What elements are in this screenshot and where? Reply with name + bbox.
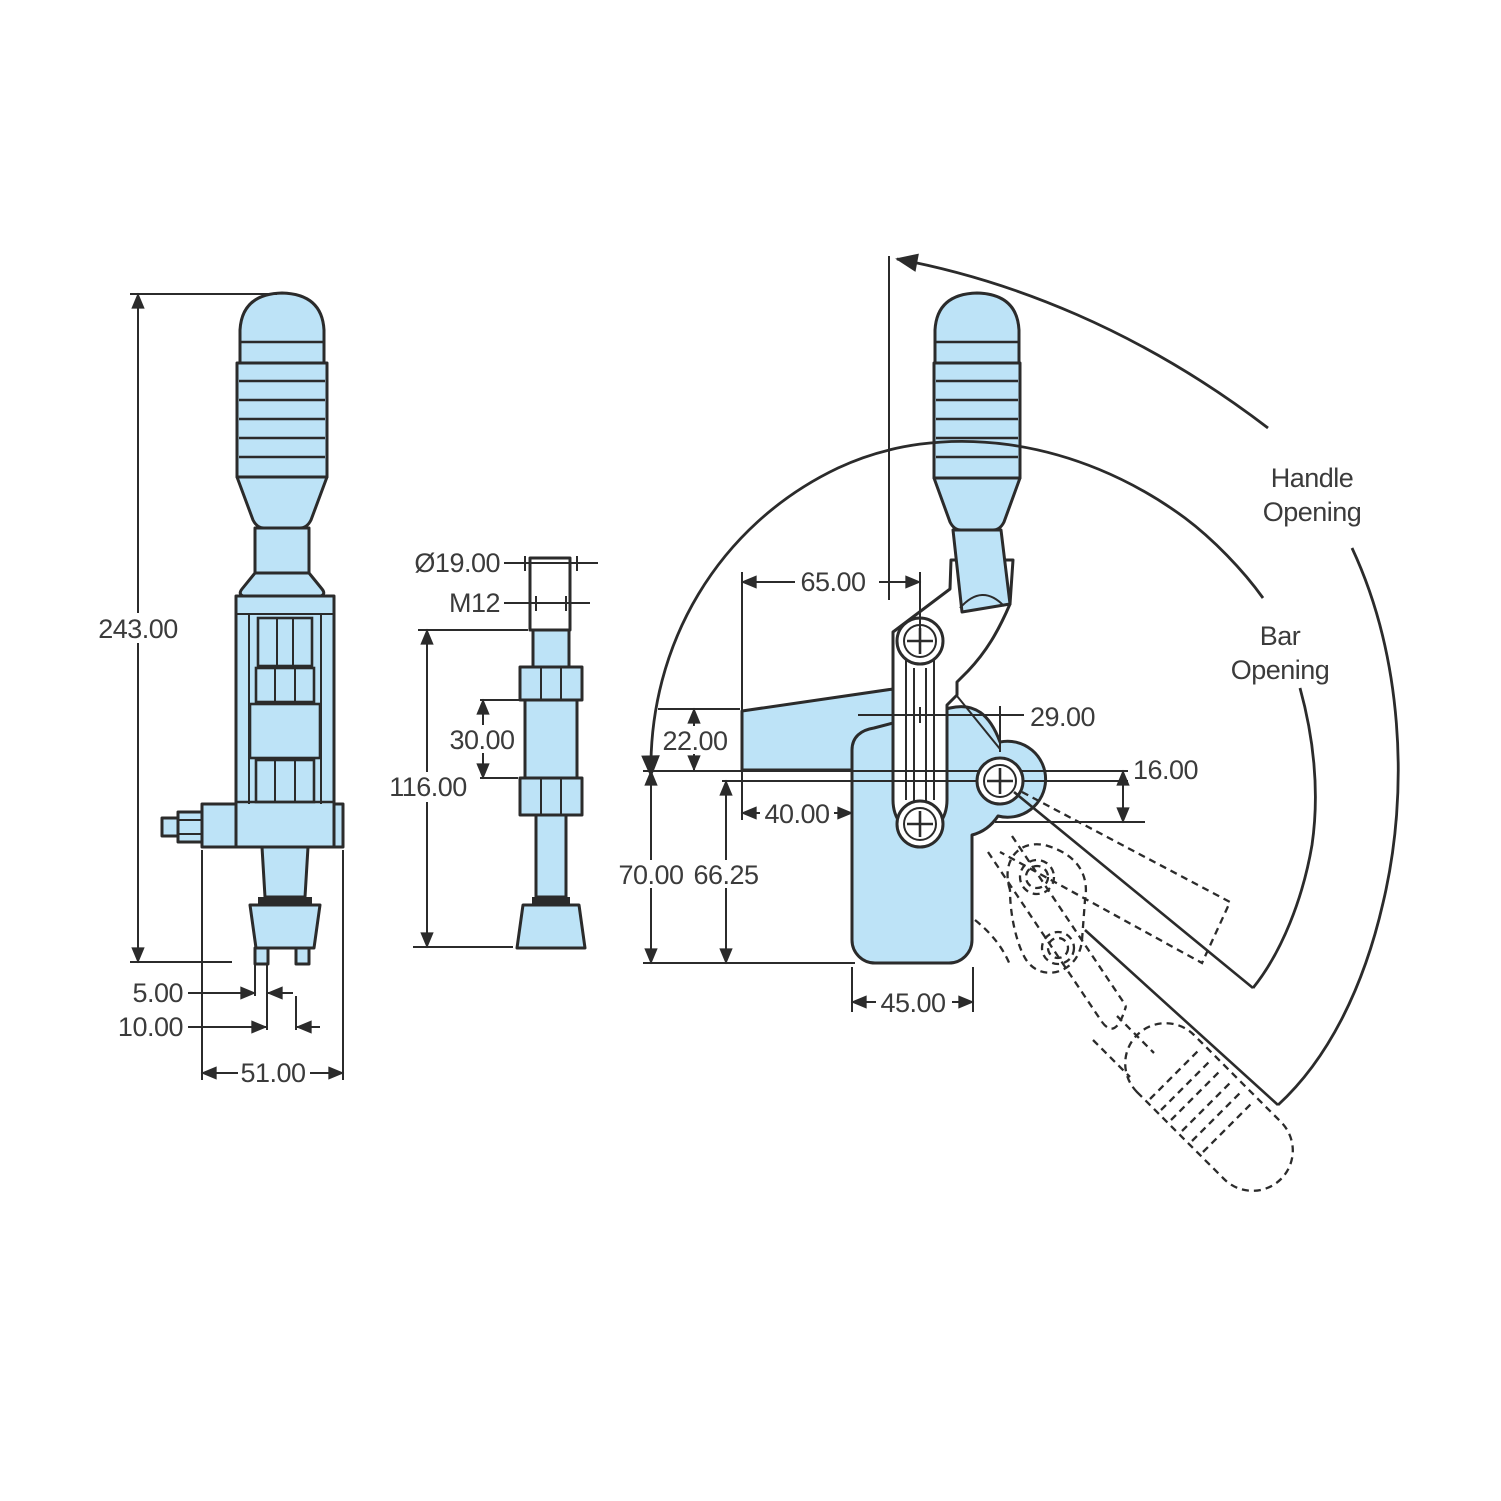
dim-pivot-drop: 16.00 xyxy=(1133,755,1198,785)
dim-flange-width: 51.00 xyxy=(240,1058,305,1088)
label-bar-opening-line2: Opening xyxy=(1231,655,1330,685)
dim-pivot-offset: 29.00 xyxy=(1030,702,1095,732)
spindle-detail-view xyxy=(515,556,587,950)
spindle-shaft xyxy=(534,813,568,899)
nut-lower xyxy=(518,776,584,817)
dim-pad-slot-width: 10.00 xyxy=(118,1012,183,1042)
handle-opening-arc xyxy=(895,253,1269,430)
dim-pivot-height: 66.25 xyxy=(693,860,758,890)
handle-neck xyxy=(238,571,326,598)
handle-opening-arc-2 xyxy=(1277,547,1400,1107)
spindle-cylinder xyxy=(523,698,579,780)
nut-upper xyxy=(518,665,584,702)
handle-stem-side xyxy=(951,528,1012,614)
mount-bolt-head xyxy=(176,810,204,844)
bar-opening-arc xyxy=(641,440,1265,778)
clamp-body xyxy=(234,594,336,849)
arm-screw-lower xyxy=(895,799,945,849)
label-handle-opening-line2: Opening xyxy=(1263,497,1362,527)
open-position-outline xyxy=(974,790,1294,1192)
rubber-pad-front xyxy=(248,903,322,950)
rubber-pad-side xyxy=(515,903,587,950)
side-view xyxy=(641,253,1400,1192)
thread-lower xyxy=(531,628,571,669)
handle-taper-side xyxy=(932,476,1022,532)
dim-pad-foot-width: 5.00 xyxy=(132,978,183,1008)
bar-open-ray xyxy=(1013,790,1254,990)
dim-spindle-length: 116.00 xyxy=(389,772,467,802)
dim-bar-thickness: 22.00 xyxy=(662,726,727,756)
label-bar-opening-line1: Bar xyxy=(1260,621,1301,651)
pivot-bolt xyxy=(975,756,1025,806)
handle-knob xyxy=(238,291,326,365)
clamp-base xyxy=(850,705,1048,965)
dim-thread: M12 xyxy=(449,588,500,618)
dim-base-width: 45.00 xyxy=(880,988,945,1018)
dim-arm-length: 65.00 xyxy=(800,567,865,597)
label-handle-opening-line1: Handle xyxy=(1271,463,1354,493)
pad-foot-left xyxy=(253,946,270,966)
dimensions: 243.00 5.00 10.00 51.00 Ø19.00 M12 30.00… xyxy=(96,292,1362,1088)
dim-pad-diameter: Ø19.00 xyxy=(414,548,500,578)
handle-taper xyxy=(235,475,329,530)
pad-foot-right xyxy=(294,946,311,966)
front-view xyxy=(160,291,345,966)
thread-upper xyxy=(528,556,572,632)
handle-stem xyxy=(253,526,311,575)
spindle-front xyxy=(260,845,310,899)
bar-opening-arc-2 xyxy=(1251,687,1317,989)
mount-bolt-tip xyxy=(160,816,180,838)
handle-open-ray xyxy=(1084,929,1279,1106)
dim-bar-projection: 40.00 xyxy=(764,799,829,829)
dim-base-height: 70.00 xyxy=(618,860,683,890)
dim-adjust-range: 30.00 xyxy=(449,725,514,755)
dim-overall-height: 243.00 xyxy=(98,614,178,644)
handle-knob-side xyxy=(933,291,1021,365)
